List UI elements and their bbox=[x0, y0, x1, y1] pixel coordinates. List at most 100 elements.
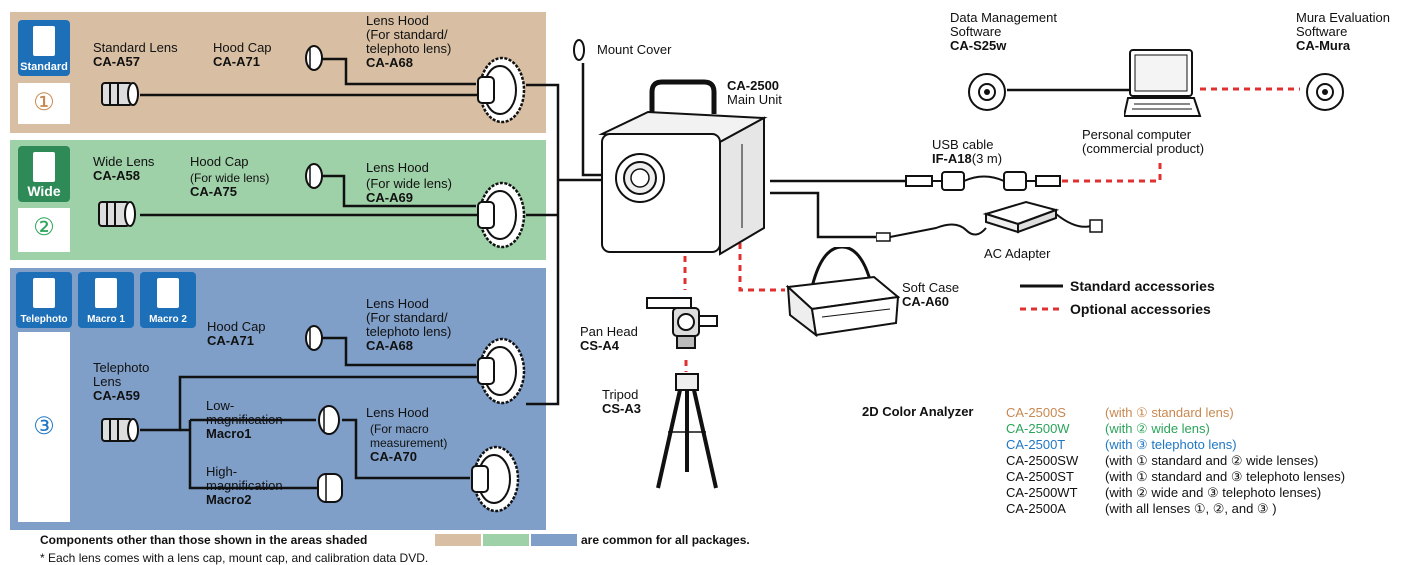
wide-lens-badge-icon bbox=[33, 152, 55, 182]
pan-head-code: CS-A4 bbox=[580, 338, 620, 353]
standard-hood-line3: telephoto lens) bbox=[366, 41, 452, 56]
mura-software-line1: Mura Evaluation bbox=[1296, 10, 1390, 25]
macro-hood-line2: (For macro bbox=[370, 422, 429, 436]
macro1-line2: magnification bbox=[206, 412, 283, 427]
lens-hood-icon bbox=[477, 56, 526, 124]
usb-cable-name: USB cable bbox=[932, 137, 994, 152]
standard-lens-badge-icon bbox=[33, 26, 55, 56]
tripod-name: Tripod bbox=[602, 387, 639, 402]
model-desc: (with ① standard and ③ telephoto lenses) bbox=[1105, 469, 1346, 484]
macro1-code: Macro1 bbox=[206, 426, 252, 441]
standard-lens-name: Standard Lens bbox=[93, 40, 178, 55]
lens-hood-icon bbox=[471, 445, 520, 513]
model-row: CA-2500SW(with ① standard and ② wide len… bbox=[1006, 453, 1318, 468]
software-disc-icon bbox=[1306, 73, 1344, 111]
lens-icon bbox=[98, 201, 136, 227]
hood-cap-icon bbox=[305, 163, 323, 189]
wide-panel bbox=[10, 140, 546, 260]
main-unit-code: CA-2500 bbox=[727, 78, 780, 93]
soft-case-name: Soft Case bbox=[902, 280, 960, 295]
tele-cap-name: Hood Cap bbox=[207, 319, 266, 334]
main-unit-name: Main Unit bbox=[727, 92, 782, 107]
soft-case-icon bbox=[785, 247, 901, 337]
model-desc: (with ② wide and ③ telephoto lenses) bbox=[1105, 485, 1322, 500]
ac-adapter-icon bbox=[876, 200, 1103, 242]
usb-cable-code-row: IF-A18(3 m) bbox=[932, 152, 1002, 166]
tele-hood-code: CA-A68 bbox=[366, 338, 413, 353]
wide-cap-code: CA-A75 bbox=[190, 184, 237, 199]
usb-cable-code: IF-A18 bbox=[932, 151, 972, 166]
main-unit-icon bbox=[598, 79, 768, 256]
pc-line1: Personal computer bbox=[1082, 127, 1192, 142]
pan-head-icon bbox=[646, 297, 718, 349]
standard-hood-code: CA-A68 bbox=[366, 55, 413, 70]
ac-adapter-label: AC Adapter bbox=[984, 246, 1051, 261]
model-row: CA-2500WT (with ② wide and ③ telephoto le… bbox=[1006, 485, 1321, 500]
standard-panel bbox=[10, 12, 546, 133]
model-code: CA-2500A bbox=[1006, 501, 1066, 516]
model-row: CA-2500ST (with ① standard and ③ telephot… bbox=[1006, 469, 1345, 484]
lens-hood-icon bbox=[477, 337, 526, 405]
wide-hood-line1: Lens Hood bbox=[366, 160, 429, 175]
tripod-icon bbox=[656, 373, 718, 489]
standard-cap-name: Hood Cap bbox=[213, 40, 272, 55]
wide-lens-name: Wide Lens bbox=[93, 154, 155, 169]
model-desc: (with ① standard and ② wide lenses) bbox=[1105, 453, 1319, 468]
hood-cap-icon bbox=[305, 45, 323, 71]
tele-lens-line2: Lens bbox=[93, 374, 122, 389]
wide-hood-line2: (For wide lens) bbox=[366, 176, 452, 191]
wide-lens-code: CA-A58 bbox=[93, 168, 140, 183]
telephoto-badge: Telephoto bbox=[16, 272, 72, 328]
legend-standard: Standard accessories bbox=[1070, 278, 1215, 294]
tele-hood-line1: Lens Hood bbox=[366, 296, 429, 311]
model-code: CA-2500ST bbox=[1006, 469, 1074, 484]
macro2-code: Macro2 bbox=[206, 492, 252, 507]
footer-common-post: are common for all packages. bbox=[581, 533, 750, 547]
telephoto-lens-badge-icon bbox=[33, 278, 55, 308]
telephoto-swatch bbox=[531, 534, 577, 546]
model-row: CA-2500A(with all lenses ①, ②, and ③ ) bbox=[1006, 501, 1277, 516]
dm-software-line2: Software bbox=[950, 24, 1002, 39]
standard-hood-line2: (For standard/ bbox=[366, 27, 448, 42]
wide-swatch bbox=[483, 534, 529, 546]
standard-badge: Standard bbox=[18, 20, 70, 76]
dm-software-line1: Data Management bbox=[950, 10, 1057, 25]
pc-line2: (commercial product) bbox=[1082, 141, 1205, 156]
footer-common-pre: Components other than those shown in the… bbox=[40, 533, 368, 547]
standard-swatch bbox=[435, 534, 481, 546]
models-title: 2D Color Analyzer bbox=[862, 404, 974, 419]
standard-hood-line1: Lens Hood bbox=[366, 13, 429, 28]
usb-cable-icon bbox=[905, 171, 1061, 191]
standard-cap-code: CA-A71 bbox=[213, 54, 260, 69]
macro1-line1: Low- bbox=[206, 398, 235, 413]
wide-cap-name: Hood Cap bbox=[190, 154, 249, 169]
lens-icon bbox=[101, 418, 139, 442]
package-number-1: ① bbox=[18, 83, 70, 124]
soft-case-code: CA-A60 bbox=[902, 294, 949, 309]
lens-icon bbox=[101, 82, 139, 106]
tele-hood-line2: (For standard/ bbox=[366, 310, 448, 325]
macro1-badge-icon bbox=[95, 278, 117, 308]
model-desc: (with ③ telephoto lens) bbox=[1105, 437, 1237, 452]
macro-hood-code: CA-A70 bbox=[370, 449, 417, 464]
model-code: CA-2500WT bbox=[1006, 485, 1078, 500]
model-desc: (with ① standard lens) bbox=[1105, 405, 1234, 420]
macro-hood-line3: measurement) bbox=[370, 436, 448, 450]
model-code: CA-2500W bbox=[1006, 421, 1070, 436]
model-code: CA-2500T bbox=[1006, 437, 1066, 452]
macro2-lens-icon bbox=[317, 473, 343, 503]
standard-lens-code: CA-A57 bbox=[93, 54, 140, 69]
package-number-3: ③ bbox=[18, 332, 70, 522]
tripod-code: CS-A3 bbox=[602, 401, 642, 416]
wide-badge: Wide bbox=[18, 146, 70, 202]
usb-cable-length: (3 m) bbox=[971, 151, 1003, 166]
mura-software-code: CA-Mura bbox=[1296, 38, 1351, 53]
macro2-line2: magnification bbox=[206, 478, 283, 493]
macro2-badge: Macro 2 bbox=[140, 272, 196, 328]
macro2-line1: High- bbox=[206, 464, 238, 479]
laptop-icon bbox=[1124, 49, 1202, 117]
wide-hood-code: CA-A69 bbox=[366, 190, 413, 205]
macro-hood-line1: Lens Hood bbox=[366, 405, 429, 420]
